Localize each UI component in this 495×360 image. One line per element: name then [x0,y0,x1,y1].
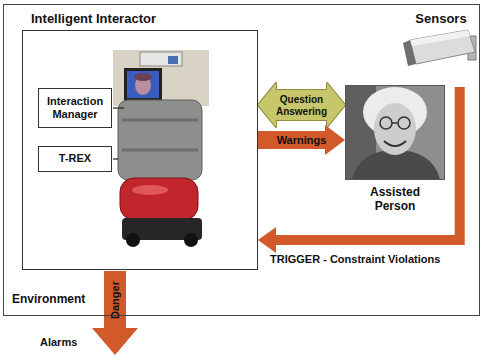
arrow-label: TRIGGER - Constraint Violations [270,253,440,265]
camera-top [410,30,470,46]
camera-illustration [403,30,476,66]
arrow-label: Warnings [277,134,327,146]
person-smile [384,141,406,146]
robot-strap [122,119,198,122]
arrow-head [258,83,276,127]
dialogue-arrow [258,83,345,127]
sensor-node: Sensors [405,9,477,87]
output-label: Alarms [40,336,77,348]
box-heading: Intelligent Interactor [31,11,156,26]
box-label: Interaction Manager [43,95,107,121]
robot-red-base [120,178,198,220]
person-photo [346,86,444,179]
arrow-head [258,227,276,253]
arrow-head [325,125,345,155]
robot-monitor [124,68,162,102]
person-glasses [380,117,392,129]
environment-frame: EnvironmentIntelligent InteractorInterac… [3,4,480,316]
warning-arrow [258,125,345,155]
robot-top-item [168,56,178,64]
trigger-arrow [258,87,460,253]
arrow-text: Danger [109,281,121,319]
module-box: Interaction Manager [38,88,112,128]
arrow-outline [327,83,345,127]
robot-wheel [126,233,140,247]
arrow-label: Question Answering [270,94,334,117]
robot-face-hair [134,73,152,81]
photo-caption: Assisted Person [360,185,430,214]
leader-line [113,107,124,108]
sensor-label: Sensors [405,9,477,26]
robot-highlight [132,185,168,195]
person-photo-frame: Assisted Person [345,85,445,180]
person-glasses [398,117,410,129]
box-label: T-REX [59,152,91,165]
robot-top [140,52,182,66]
person-glasses [392,122,398,124]
photo-ground [346,86,444,179]
robot-wheel [184,233,198,247]
camera-body [410,30,475,64]
robot-strap [122,149,198,152]
arrow-outline [258,83,276,127]
region-label: Environment [12,292,85,306]
arrow-head [327,83,345,127]
photo-background [113,50,209,106]
person-face [374,103,416,155]
leader-line [113,158,118,159]
camera-lens [403,40,416,66]
interactor-box: Intelligent InteractorInteraction Manage… [22,30,258,270]
module-box: T-REX [38,146,112,172]
robot-screen [127,71,159,98]
robot-body [118,100,202,180]
robot-illustration [113,50,209,247]
output-arrow [92,271,138,355]
